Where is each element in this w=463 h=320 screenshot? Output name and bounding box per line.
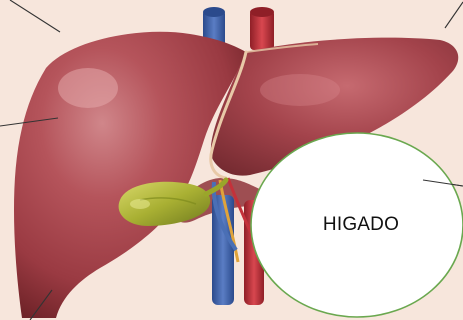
liver-highlight-left bbox=[260, 74, 340, 106]
upper-vein-opening-icon bbox=[203, 7, 225, 17]
leader-line-top-left bbox=[10, 0, 60, 32]
callout-circle bbox=[251, 133, 463, 317]
upper-artery-opening-icon bbox=[250, 7, 274, 17]
liver-highlight bbox=[58, 68, 118, 108]
liver-right-lobe bbox=[14, 32, 246, 318]
leader-line-top-right bbox=[445, 2, 463, 28]
